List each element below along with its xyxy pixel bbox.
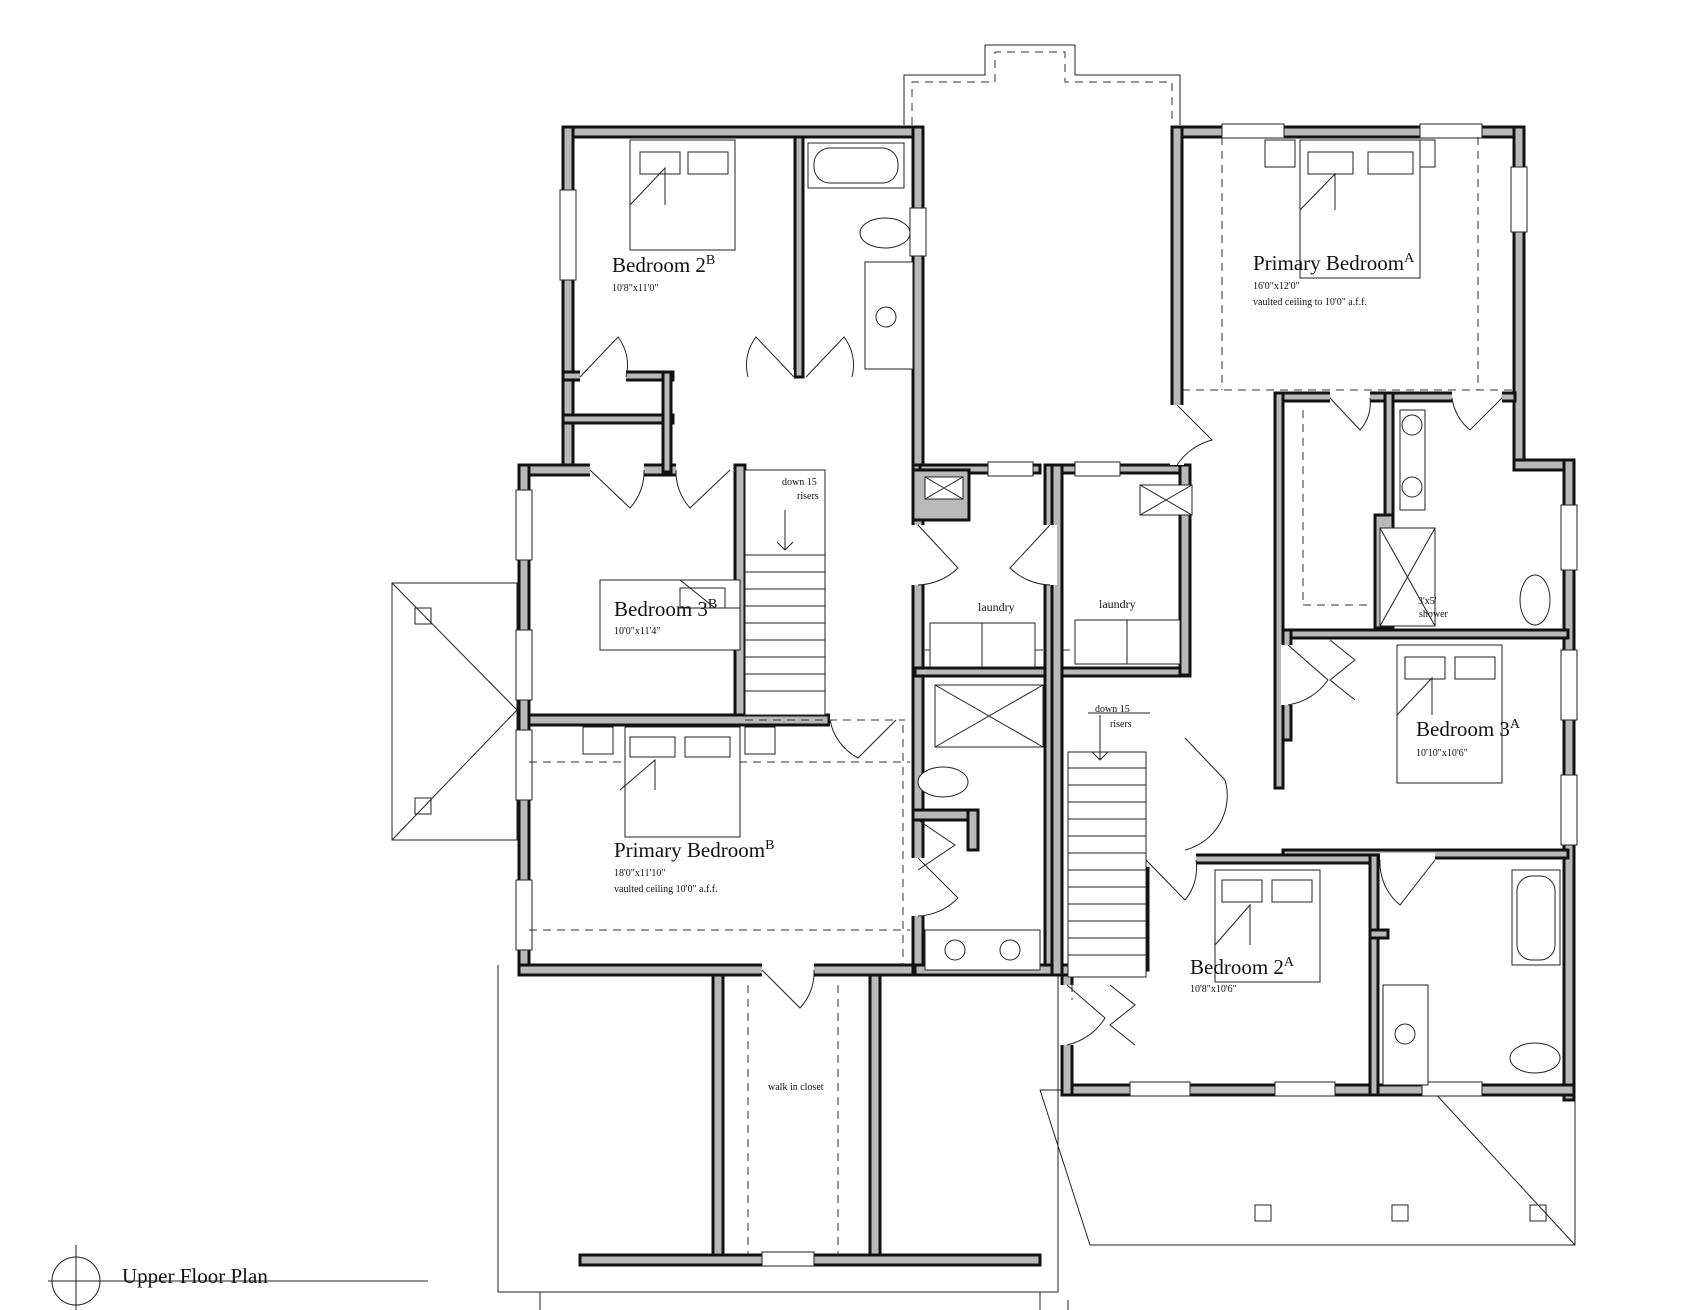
room-note-primary-bedroom-b: vaulted ceiling 10'0" a.f.f. (614, 884, 718, 895)
stair-a (1067, 712, 1150, 978)
stair-a-label-line1: down 15 (1095, 704, 1130, 715)
walls (517, 125, 1576, 1267)
room-name-primary-bedroom-b: Primary BedroomB (614, 838, 774, 862)
room-dims-bedroom-3b: 10'0"x11'4" (614, 626, 660, 637)
walk-in-closet-label: walk in closet (768, 1082, 824, 1093)
laundry-b-label: laundry (978, 600, 1015, 614)
doors (579, 336, 1503, 1046)
stair-b-label-line2: risers (797, 491, 819, 502)
room-name-bedroom-3a: Bedroom 3A (1416, 717, 1521, 741)
room-dims-primary-bedroom-a: 16'0"x12'0" (1253, 281, 1300, 292)
furniture (414, 139, 1561, 1222)
room-dims-primary-bedroom-b: 18'0"x11'10" (614, 868, 665, 879)
laundry-a-label: laundry (1099, 597, 1136, 611)
shower-label-line1: 3'x5' (1418, 596, 1437, 607)
room-name-bedroom-2b: Bedroom 2B (612, 253, 715, 277)
room-dims-bedroom-3a: 10'10"x10'6" (1416, 748, 1468, 759)
openings (580, 370, 1502, 1045)
plan-title: Upper Floor Plan (122, 1264, 268, 1288)
shower-label-line2: shower (1419, 609, 1449, 620)
room-note-primary-bedroom-a: vaulted ceiling to 10'0" a.f.f. (1253, 297, 1367, 308)
room-dims-bedroom-2a: 10'8"x10'6" (1190, 984, 1237, 995)
room-name-bedroom-3b: Bedroom 3B (614, 597, 717, 621)
room-dims-bedroom-2b: 10'8"x11'0" (612, 283, 658, 294)
stair-a-label-line2: risers (1110, 719, 1132, 730)
stair-b-label-line1: down 15 (782, 477, 817, 488)
windows (515, 123, 1578, 1267)
stair-b (744, 469, 826, 716)
room-name-primary-bedroom-a: Primary BedroomA (1253, 251, 1415, 275)
compass-marker (48, 1245, 428, 1310)
labels: Bedroom 2B 10'8"x11'0" Bedroom 3B 10'0"x… (122, 251, 1521, 1288)
room-name-bedroom-2a: Bedroom 2A (1190, 955, 1295, 979)
